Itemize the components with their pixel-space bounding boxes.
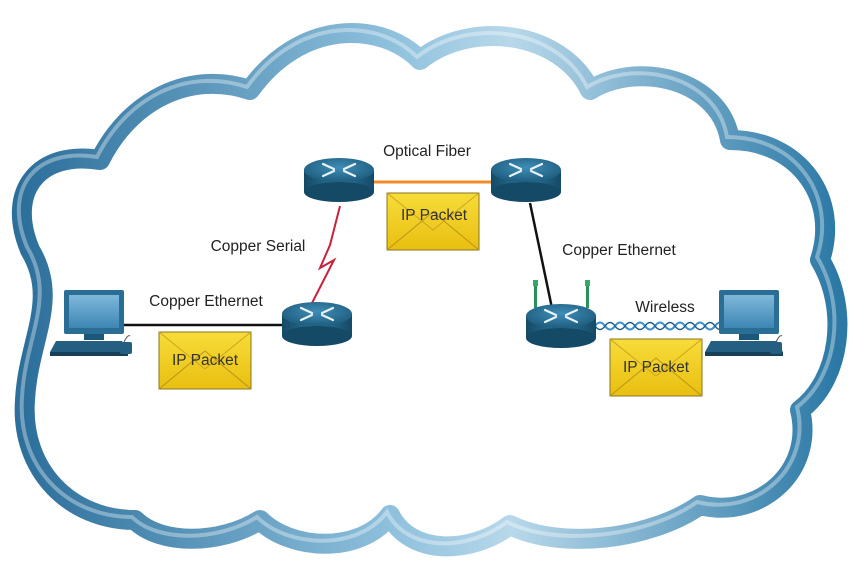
wireless-label: Wireless bbox=[635, 299, 695, 316]
ip-packet-right-label: IP Packet bbox=[623, 359, 690, 376]
computer-icon bbox=[705, 290, 783, 356]
pc-right bbox=[705, 290, 783, 356]
copper-ethernet-left-label: Copper Ethernet bbox=[149, 293, 263, 310]
wireless-router bbox=[526, 280, 596, 348]
ip-packet-left-label: IP Packet bbox=[172, 352, 239, 369]
cloud-shape bbox=[11, 23, 848, 557]
router-top-right bbox=[491, 158, 561, 202]
ip-packet-top-label: IP Packet bbox=[401, 207, 468, 224]
router-bottom-left bbox=[282, 302, 352, 346]
router-arrows-icon bbox=[543, 308, 579, 324]
copper-ethernet-link-right bbox=[528, 202, 555, 314]
copper-serial-link bbox=[310, 205, 341, 306]
optical-fiber-label: Optical Fiber bbox=[383, 143, 471, 160]
pc-left bbox=[50, 290, 132, 356]
router-arrows-icon bbox=[508, 162, 544, 178]
copper-serial-label: Copper Serial bbox=[211, 238, 306, 255]
antenna-icon bbox=[533, 280, 590, 308]
ip-packet-top: IP Packet bbox=[386, 192, 480, 251]
ip-packet-right: IP Packet bbox=[609, 338, 703, 397]
router-top-left bbox=[304, 158, 374, 202]
router-arrows-icon bbox=[321, 162, 357, 178]
computer-icon bbox=[50, 290, 132, 356]
wireless-link bbox=[594, 321, 726, 331]
ip-packet-left: IP Packet bbox=[158, 331, 252, 390]
copper-ethernet-right-label: Copper Ethernet bbox=[562, 242, 676, 259]
router-arrows-icon bbox=[299, 306, 335, 322]
